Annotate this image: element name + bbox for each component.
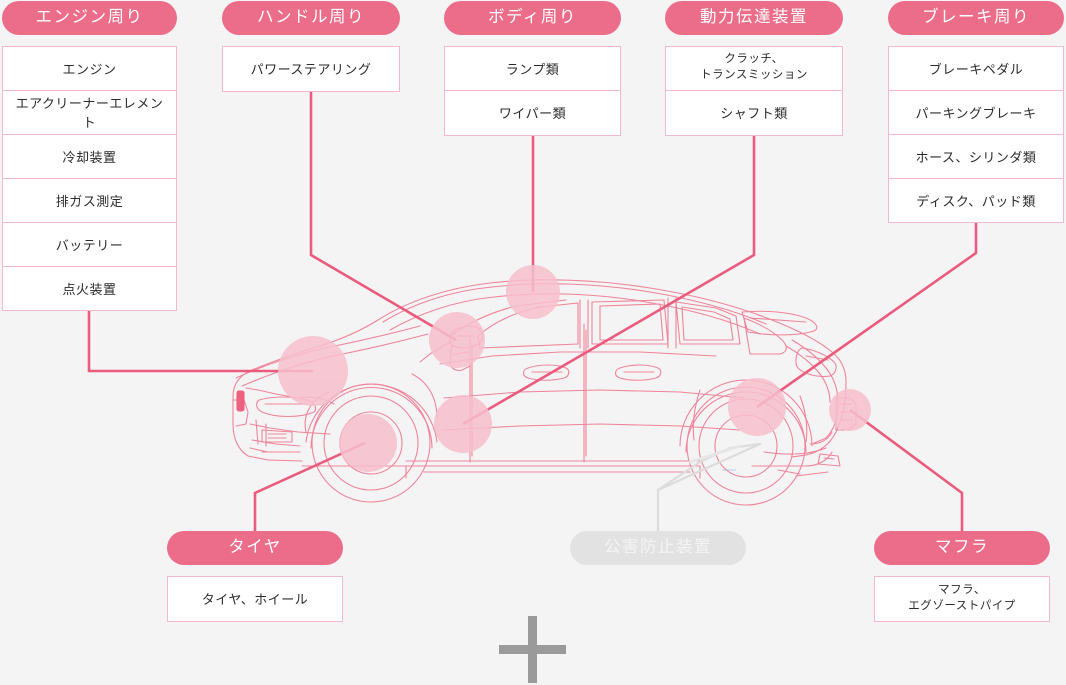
group-muffler: マフラ マフラ、 エグゾーストパイプ: [874, 531, 1050, 622]
hotspot-muffler: [829, 389, 871, 431]
item-wipers[interactable]: ワイパー類: [498, 106, 567, 121]
item-exhaust-gas-measurement[interactable]: 排ガス測定: [3, 179, 176, 223]
item-hose-cylinder[interactable]: ホース、シリンダ類: [889, 135, 1063, 179]
item-tire-wheel[interactable]: タイヤ、ホイール: [201, 592, 309, 607]
group-tire-title[interactable]: タイヤ: [167, 531, 343, 565]
group-engine: エンジン周り エンジン エアクリーナーエレメント 冷却装置 排ガス測定 バッテリ…: [2, 1, 177, 311]
hotspot-brake: [728, 378, 786, 436]
group-handle: ハンドル周り パワーステアリング: [222, 1, 400, 92]
item-disc-pad[interactable]: ディスク、パッド類: [916, 194, 1036, 209]
item-shafts[interactable]: シャフト類: [720, 106, 788, 121]
item-clutch-transmission-line1: クラッチ、: [724, 53, 784, 66]
hotspot-roof: [506, 265, 560, 319]
plus-icon[interactable]: [499, 616, 566, 683]
group-power-transmission: 動力伝達装置 クラッチ、 トランスミッション シャフト類: [665, 1, 843, 136]
connector-tire: [253, 441, 366, 531]
item-power-steering[interactable]: パワーステアリング: [250, 62, 372, 77]
connector-power: [462, 92, 756, 426]
connector-handle: [309, 90, 457, 342]
group-body-title[interactable]: ボディ周り: [444, 1, 621, 35]
group-pollution-control: 公害防止装置: [570, 531, 746, 565]
item-cooling-system[interactable]: 冷却装置: [3, 135, 176, 179]
item-brake-pedal[interactable]: ブレーキペダル: [889, 47, 1063, 91]
group-muffler-items: マフラ、 エグゾーストパイプ: [874, 575, 1050, 622]
group-tire-items: タイヤ、ホイール: [167, 575, 343, 622]
group-handle-items: パワーステアリング: [222, 45, 400, 92]
hotspot-tire: [339, 414, 397, 472]
group-brake: ブレーキ周り ブレーキペダル パーキングブレーキ ホース、シリンダ類 ディスク、…: [888, 1, 1064, 223]
group-body: ボディ周り ランプ類 ワイパー類: [444, 1, 621, 136]
item-parking-brake[interactable]: パーキングブレーキ: [889, 91, 1063, 135]
plus-icon-vertical-bar: [528, 616, 537, 683]
hotspot-engine: [278, 336, 348, 406]
group-engine-title[interactable]: エンジン周り: [2, 1, 177, 35]
group-body-items: ランプ類 ワイパー類: [444, 45, 621, 136]
group-brake-items: ブレーキペダル パーキングブレーキ ホース、シリンダ類 ディスク、パッド類: [888, 45, 1064, 223]
item-clutch-transmission[interactable]: クラッチ、 トランスミッション: [666, 47, 842, 91]
item-air-cleaner-element[interactable]: エアクリーナーエレメント: [3, 91, 176, 135]
group-power-transmission-items: クラッチ、 トランスミッション シャフト類: [665, 45, 843, 136]
item-ignition-system[interactable]: 点火装置: [62, 282, 117, 297]
group-pollution-control-title[interactable]: 公害防止装置: [570, 531, 746, 565]
item-muffler-exhaust-pipe[interactable]: マフラ、 エグゾーストパイプ: [875, 577, 1049, 621]
group-power-transmission-title[interactable]: 動力伝達装置: [665, 1, 843, 35]
item-muffler-exhaust-pipe-line1: マフラ、: [938, 583, 986, 596]
group-brake-title[interactable]: ブレーキ周り: [888, 1, 1064, 35]
hotspot-shaft: [434, 395, 492, 453]
item-muffler-exhaust-pipe-line2: エグゾーストパイプ: [908, 599, 1016, 612]
item-engine[interactable]: エンジン: [3, 47, 176, 91]
item-clutch-transmission-line2: トランスミッション: [700, 69, 808, 81]
group-tire: タイヤ タイヤ、ホイール: [167, 531, 343, 622]
hotspot-mirror: [429, 312, 485, 368]
group-muffler-title[interactable]: マフラ: [874, 531, 1050, 565]
item-battery[interactable]: バッテリー: [3, 223, 176, 267]
item-lamps[interactable]: ランプ類: [445, 47, 620, 91]
group-handle-title[interactable]: ハンドル周り: [222, 1, 400, 35]
group-engine-items: エンジン エアクリーナーエレメント 冷却装置 排ガス測定 バッテリー 点火装置: [2, 45, 177, 311]
connector-muffler: [849, 408, 964, 531]
connector-engine: [87, 308, 313, 373]
connector-pollution: [656, 442, 761, 531]
